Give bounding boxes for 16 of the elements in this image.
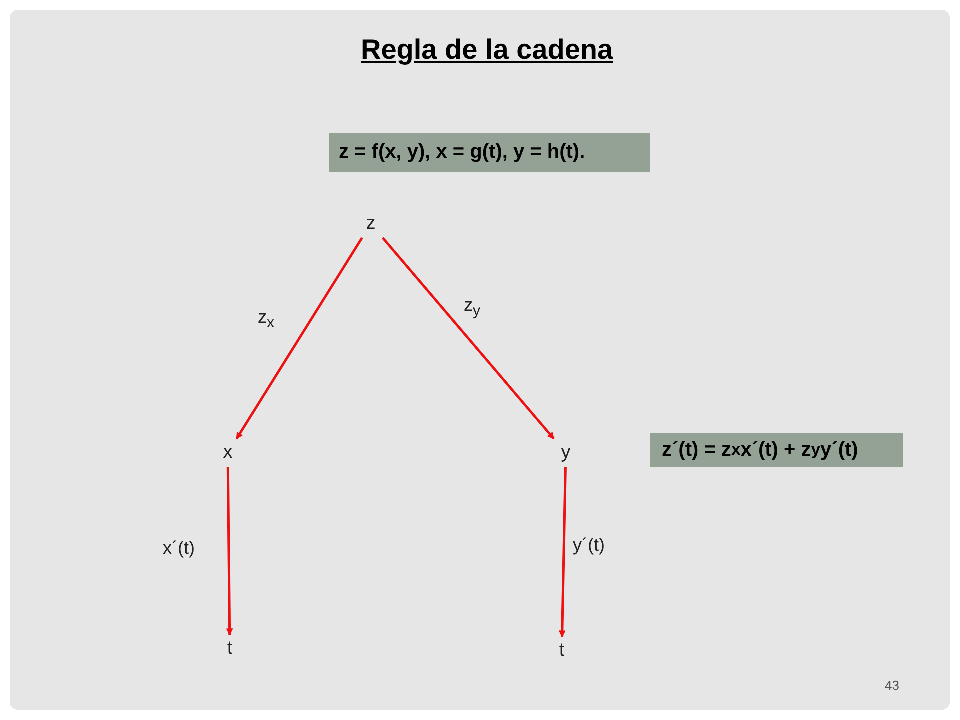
edge-label: z$_{x}$ [258, 307, 274, 332]
variable-label: y [556, 441, 576, 465]
page-number: 43 [885, 678, 900, 693]
variable-label: z [361, 212, 381, 236]
arrow [236, 237, 364, 440]
edge-label: z$_{y}$ [464, 295, 480, 320]
variable-label: t [220, 637, 240, 661]
slide-title: Regla de la cadena [361, 34, 614, 66]
formula-box: z = f(x, y), x = g(t), y = h(t). [329, 133, 650, 172]
arrow [558, 466, 567, 638]
edge-label: y´(t) [573, 535, 605, 556]
arrow [226, 466, 234, 636]
variable-label: x [218, 441, 238, 465]
arrow [382, 237, 556, 440]
edge-label: x´(t) [163, 538, 195, 559]
variable-label: t [552, 639, 572, 663]
